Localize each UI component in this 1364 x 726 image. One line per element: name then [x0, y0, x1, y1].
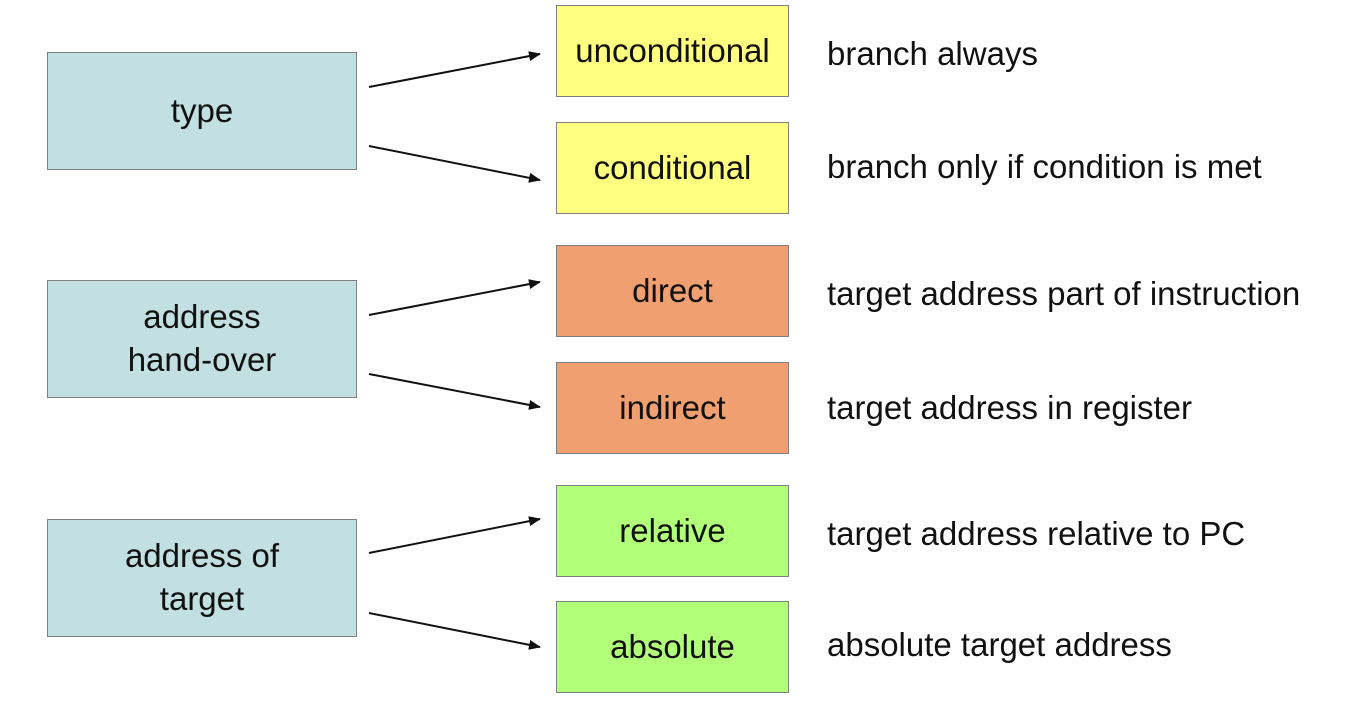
arrow-address-hand-over-to-direct — [368, 279, 541, 316]
category-box-type: type — [47, 52, 357, 170]
arrow-address-of-target-to-absolute — [368, 612, 541, 650]
option-label: conditional — [593, 148, 752, 186]
arrow-address-of-target-to-relative — [368, 516, 541, 554]
option-box-absolute: absolute — [556, 601, 789, 693]
option-description: target address relative to PC — [827, 515, 1246, 552]
option-label: indirect — [619, 388, 726, 426]
category-label-line: address of — [124, 537, 280, 575]
option-description: absolute target address — [827, 626, 1172, 663]
category-box-address-hand-over: address hand-over — [47, 280, 357, 398]
option-label: absolute — [610, 627, 735, 665]
option-label: unconditional — [575, 31, 770, 69]
option-box-conditional: conditional — [556, 122, 789, 214]
option-box-relative: relative — [556, 485, 789, 577]
category-label-line: target — [159, 580, 245, 617]
category-label-line: hand-over — [127, 341, 277, 378]
option-label: relative — [619, 511, 726, 549]
category-label-line: type — [170, 91, 234, 129]
option-description: branch always — [827, 35, 1038, 72]
option-description: target address part of instruction — [827, 275, 1301, 312]
option-box-indirect: indirect — [556, 362, 789, 454]
option-description: branch only if condition is met — [827, 148, 1262, 185]
option-description: target address in register — [827, 389, 1193, 426]
arrow-address-hand-over-to-indirect — [368, 373, 541, 410]
option-label: direct — [632, 271, 713, 309]
option-box-unconditional: unconditional — [556, 5, 789, 97]
category-label-line: address — [143, 298, 261, 336]
arrow-type-to-unconditional — [368, 51, 541, 88]
arrow-type-to-conditional — [368, 145, 541, 183]
option-box-direct: direct — [556, 245, 789, 337]
category-box-address-of-target: address of target — [47, 519, 357, 637]
